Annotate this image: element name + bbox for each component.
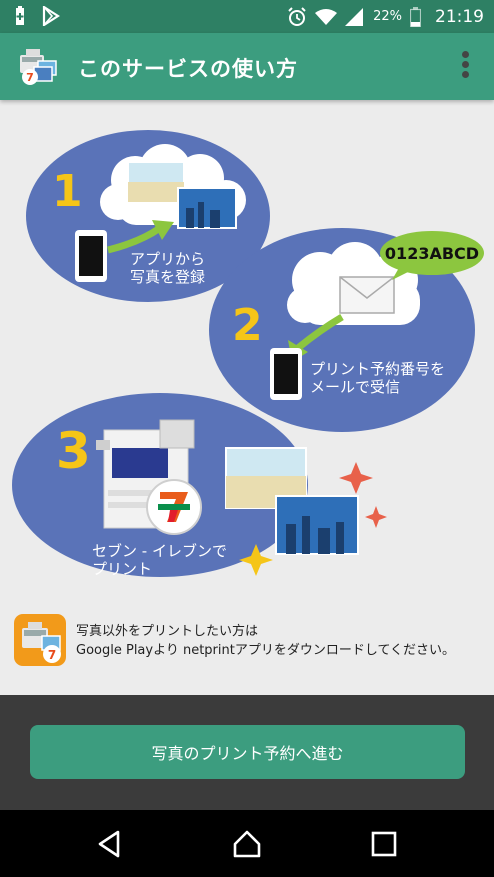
proceed-print-reservation-button[interactable]: 写真のプリント予約へ進む [30,725,465,779]
notice-line-1: 写真以外をプリントしたい方は [76,624,259,639]
battery-saver-icon [16,6,24,25]
notice-line-2: Google Playより netprintアプリをダウンロードしてください。 [76,643,456,658]
step-1-label: アプリから写真を登録 [130,250,206,286]
step-3-label: セブン - イレブンでプリント [92,542,227,578]
upload-arrow [107,225,163,254]
app-bar: 7 このサービスの使い方 [0,33,494,100]
clock: 21:19 [435,6,484,27]
sparkle-icon [239,544,273,576]
recents-icon[interactable] [368,828,400,860]
step-1-number: 1 [52,166,83,217]
svg-text:7: 7 [48,648,56,662]
battery-icon [410,6,421,27]
svg-text:7: 7 [26,71,34,84]
signal-icon [345,7,364,26]
play-store-icon [42,6,60,26]
back-icon[interactable] [94,828,126,860]
sparkle-icon [339,462,373,494]
netprint-notice: 7 写真以外をプリントしたい方は Google Playより netprintア… [14,614,484,668]
step-2-label: プリント予約番号をメールで受信 [310,360,446,396]
download-arrow [295,313,344,351]
page-title: このサービスの使い方 [78,57,298,81]
bottom-panel: 写真のプリント予約へ進む [0,695,494,810]
wifi-icon [315,8,338,25]
mail-icon [339,276,395,314]
battery-percent: 22% [373,9,402,24]
system-nav-bar [0,810,494,877]
more-vert-icon[interactable] [460,51,470,83]
how-to-illustration: 1 0123ABCD 2 3 [0,130,494,600]
code-bubble [380,231,484,275]
status-bar: 22% 21:19 [0,0,494,33]
reservation-code: 0123ABCD [385,244,479,263]
step-3-number: 3 [56,422,91,480]
step-2-number: 2 [232,300,263,351]
sparkle-icon [365,506,387,528]
netprint-app-icon: 7 [20,49,57,85]
alarm-icon [288,6,306,26]
home-icon[interactable] [231,828,263,860]
steps-graphic: 1 0123ABCD 2 3 [12,130,484,577]
netprint-app-icon[interactable]: 7 [14,614,66,666]
